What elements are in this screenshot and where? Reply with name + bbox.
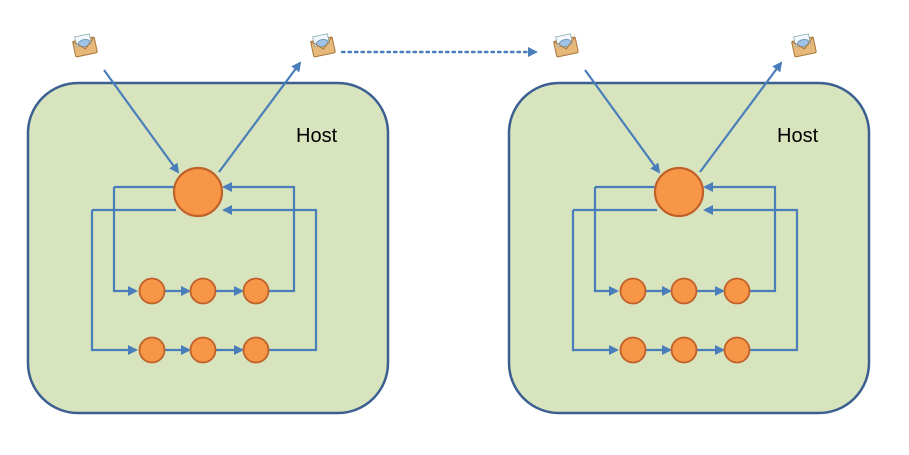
row2-stage-node — [723, 336, 751, 364]
inbound-message-icon — [72, 33, 98, 58]
outbound-arrow — [699, 61, 783, 173]
outbound-arrow — [218, 61, 302, 173]
row2-entry-arrow — [90, 210, 138, 355]
inbound-arrow — [103, 69, 180, 174]
row1-stage-node — [723, 277, 751, 305]
host-2: Host — [507, 33, 871, 415]
row2-stage-node — [670, 336, 698, 364]
host-box — [507, 81, 871, 415]
row2-entry-arrow — [571, 210, 619, 355]
row1-stage-node — [242, 277, 270, 305]
row2-return-arrow — [703, 205, 799, 352]
inbound-message-icon — [553, 33, 579, 58]
row2-stage-node — [189, 336, 217, 364]
row1-stage-node — [619, 277, 647, 305]
row1-entry-arrow — [593, 187, 619, 296]
envelope-flap — [310, 36, 333, 50]
hub-node — [172, 166, 224, 218]
envelope-flap — [791, 36, 814, 50]
envelope-flap — [553, 36, 576, 50]
row1-stage-node — [189, 277, 217, 305]
outbound-message-icon — [791, 33, 817, 58]
row1-stage-node — [138, 277, 166, 305]
row2-stage-node — [619, 336, 647, 364]
host-label: Host — [777, 125, 819, 147]
host-label: Host — [296, 125, 338, 147]
host-1: Host — [26, 33, 390, 415]
envelope-flap — [72, 36, 95, 50]
inbound-arrow — [584, 69, 661, 174]
row1-return-arrow — [222, 182, 296, 293]
row2-stage-node — [242, 336, 270, 364]
row1-stage-node — [670, 277, 698, 305]
hosts-layer: Host Host — [26, 33, 871, 415]
row1-return-arrow — [703, 182, 777, 293]
row2-return-arrow — [222, 205, 318, 352]
row1-entry-arrow — [112, 187, 138, 296]
outbound-message-icon — [310, 33, 336, 58]
host-box — [26, 81, 390, 415]
hub-node — [653, 166, 705, 218]
row2-stage-node — [138, 336, 166, 364]
